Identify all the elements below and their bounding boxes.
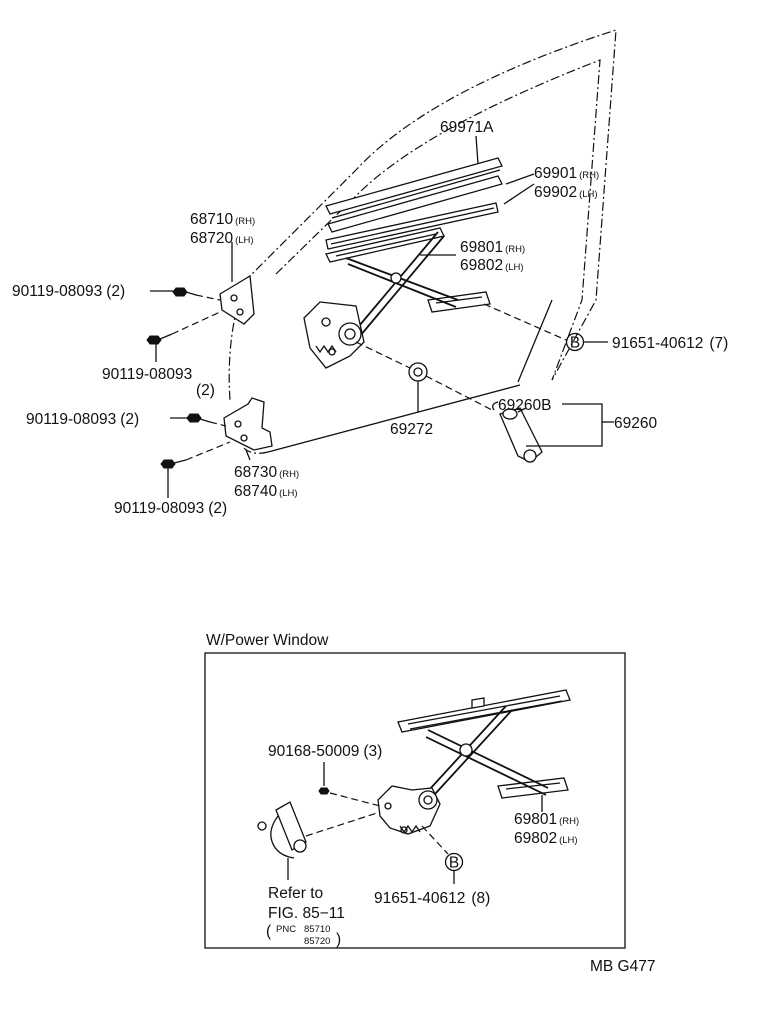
pnc-brace-close: ) bbox=[336, 931, 341, 948]
figure-code: MB G477 bbox=[590, 958, 655, 975]
part-69801-pw: 69801(RH) bbox=[514, 811, 579, 828]
window-crank-handle bbox=[492, 401, 543, 463]
part-69802-pw: 69802(LH) bbox=[514, 830, 578, 847]
part-68720: 68720(LH) bbox=[190, 230, 254, 247]
part-69801-top: 69801(RH) bbox=[460, 239, 525, 256]
power-window-box bbox=[204, 652, 626, 949]
part-69260: 69260 bbox=[614, 415, 657, 432]
reference-b-text: B bbox=[570, 335, 580, 352]
screw-pw-label: 90168-50009(3) bbox=[268, 743, 382, 760]
pnc-85710: 85710 bbox=[304, 924, 330, 935]
bolt-b-qty: (2) bbox=[196, 382, 215, 399]
window-regulator-power bbox=[377, 689, 571, 835]
part-69902: 69902(LH) bbox=[534, 184, 598, 201]
bolt-c-label: 90119-08093(2) bbox=[26, 411, 139, 428]
part-69971A: 69971A bbox=[440, 119, 494, 136]
upper-hinge bbox=[219, 274, 255, 325]
door-frame-outline bbox=[228, 29, 617, 454]
leader-lines-power bbox=[287, 762, 543, 884]
top-assembly-labels: 69971A 69901(RH) 69902(LH) 68710(RH) 687… bbox=[12, 119, 728, 517]
reference-b-power-text: B bbox=[449, 855, 459, 872]
glass-run-channels bbox=[325, 157, 503, 250]
part-69272: 69272 bbox=[390, 421, 433, 438]
bolt-b-label: 90119-08093 bbox=[102, 366, 192, 383]
refer-to-line1: Refer to bbox=[268, 885, 323, 902]
leader-lines-top bbox=[150, 135, 614, 498]
bolt-a-label: 90119-08093(2) bbox=[12, 283, 125, 300]
part-68740: 68740(LH) bbox=[234, 483, 298, 500]
bolt-icon bbox=[172, 287, 197, 297]
nut-pw-label: 91651-40612(8) bbox=[374, 890, 490, 907]
part-69901: 69901(RH) bbox=[534, 165, 599, 182]
pnc-85720: 85720 bbox=[304, 936, 330, 947]
bolt-icon bbox=[146, 333, 173, 345]
bolt-icon bbox=[186, 413, 211, 423]
nut-top-label: 91651-40612(7) bbox=[612, 335, 728, 352]
screw-icon bbox=[318, 787, 330, 795]
part-68710: 68710(RH) bbox=[190, 211, 255, 228]
bolt-icons bbox=[146, 287, 211, 469]
bolt-icon bbox=[160, 459, 187, 469]
window-regulator-top bbox=[303, 227, 491, 369]
refer-to-line2: FIG. 85−11 bbox=[268, 905, 345, 922]
part-69260B: 69260B bbox=[498, 397, 551, 414]
reference-mark-b-power: B bbox=[444, 852, 464, 872]
pnc-label: PNC bbox=[276, 924, 296, 935]
part-68730: 68730(RH) bbox=[234, 464, 299, 481]
reference-mark-b: B bbox=[565, 332, 585, 352]
washer-69272 bbox=[408, 362, 428, 382]
power-window-title: W/Power Window bbox=[206, 632, 329, 649]
bolt-d-label: 90119-08093(2) bbox=[114, 500, 227, 517]
lower-hinge bbox=[223, 397, 273, 451]
part-69802-top: 69802(LH) bbox=[460, 257, 524, 274]
pnc-brace-open: ( bbox=[266, 923, 272, 940]
power-window-labels: 90168-50009(3) 69801(RH) 69802(LH) 91651… bbox=[266, 743, 579, 948]
power-window-motor bbox=[257, 801, 307, 859]
